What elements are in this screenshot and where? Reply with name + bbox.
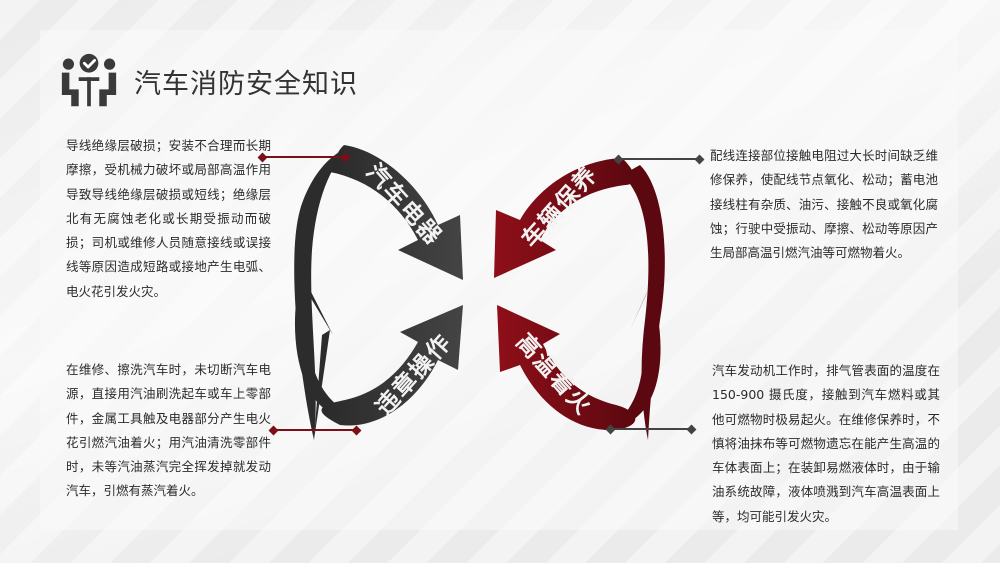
electrical-description: 导线绝缘层破损；安装不合理而长期摩擦，受机械力破坏或局部高温作用导致导线绝缘层破… bbox=[66, 138, 271, 299]
maintenance-arrow bbox=[494, 158, 665, 440]
high-temp-arrow bbox=[497, 285, 661, 431]
meeting-people-check-icon bbox=[61, 53, 117, 107]
page-header: 汽车消防安全知识 bbox=[60, 52, 358, 110]
content-panel bbox=[40, 30, 958, 530]
violation-arrow bbox=[294, 280, 463, 426]
page-title: 汽车消防安全知识 bbox=[134, 68, 358, 100]
high-temp-description: 汽车发动机工作时，排气管表面的温度在 150-900 摄氏度，接触到汽车燃料或其… bbox=[712, 363, 940, 524]
maintenance-description: 配线连接部位接触电阻过大长时间缺乏维修保养，使配线节点氧化、松动；蓄电池接线柱有… bbox=[710, 148, 938, 261]
violation-description: 在维修、擦洗汽车时，未切断汽车电源，直接用汽油刷洗起车或车上零部件，金属工具触及… bbox=[66, 362, 271, 499]
